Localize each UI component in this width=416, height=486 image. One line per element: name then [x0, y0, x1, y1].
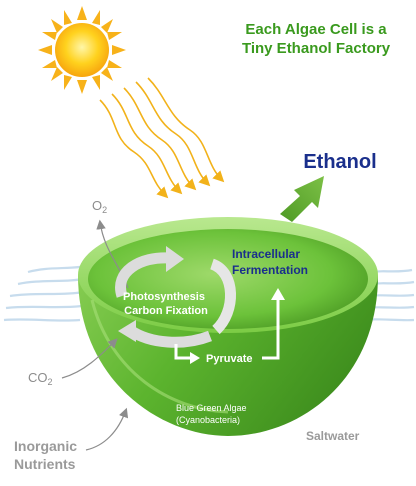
algae-label-2: (Cyanobacteria) [176, 415, 240, 425]
o2-text: O [92, 198, 102, 213]
photosynthesis-label-1: Photosynthesis [123, 291, 205, 303]
pyruvate-label: Pyruvate [206, 353, 252, 365]
title-line-2: Tiny Ethanol Factory [242, 40, 391, 57]
algae-label-1: Blue Green Algae [176, 403, 247, 413]
sunlight-rays [99, 77, 225, 199]
nutrients-arrow [85, 407, 129, 451]
co2-subscript: 2 [48, 377, 53, 387]
ethanol-output-arrow [280, 176, 324, 222]
co2-arrow [61, 338, 118, 379]
pyruvate-arrowhead [190, 352, 200, 364]
intracellular-label-1: Intracellular [232, 247, 300, 261]
sun-icon [38, 6, 126, 94]
intracellular-label-2: Fermentation [232, 263, 308, 277]
pyruvate-arrow [174, 344, 192, 360]
inorganic-label-2: Nutrients [14, 456, 76, 472]
ethanol-label: Ethanol [303, 151, 376, 173]
title-line-1: Each Algae Cell is a [245, 21, 387, 38]
photosynthesis-label-2: Carbon Fixation [124, 305, 208, 317]
photosynthesis-cycle-arrows [115, 246, 236, 348]
svg-text:O2: O2 [92, 198, 107, 215]
o2-label: O2 [92, 198, 107, 215]
saltwater-label: Saltwater [306, 429, 360, 443]
svg-text:CO2: CO2 [28, 370, 53, 387]
co2-label: CO2 [28, 370, 53, 387]
o2-subscript: 2 [102, 205, 107, 215]
co2-text: CO [28, 370, 48, 385]
fermentation-arrow [262, 288, 285, 360]
inorganic-label-1: Inorganic [14, 438, 77, 454]
